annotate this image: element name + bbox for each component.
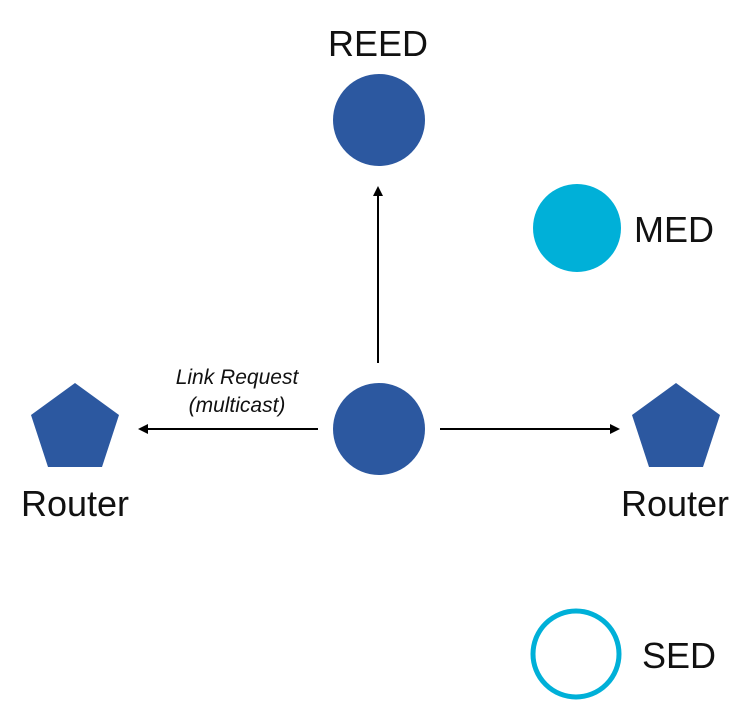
med-label: MED [634,209,714,250]
sed-label: SED [642,635,716,676]
sed-node [530,608,622,700]
router-right-label: Router [621,483,729,524]
multicast-label: (multicast) [189,394,286,417]
reed-node [333,74,425,166]
reed-label: REED [328,23,428,64]
router-right-node [632,383,720,467]
router-left-node [31,383,119,467]
med-node [533,184,621,272]
link-request-label: Link Request [176,366,300,389]
center-node [333,383,425,475]
router-left-label: Router [21,483,129,524]
